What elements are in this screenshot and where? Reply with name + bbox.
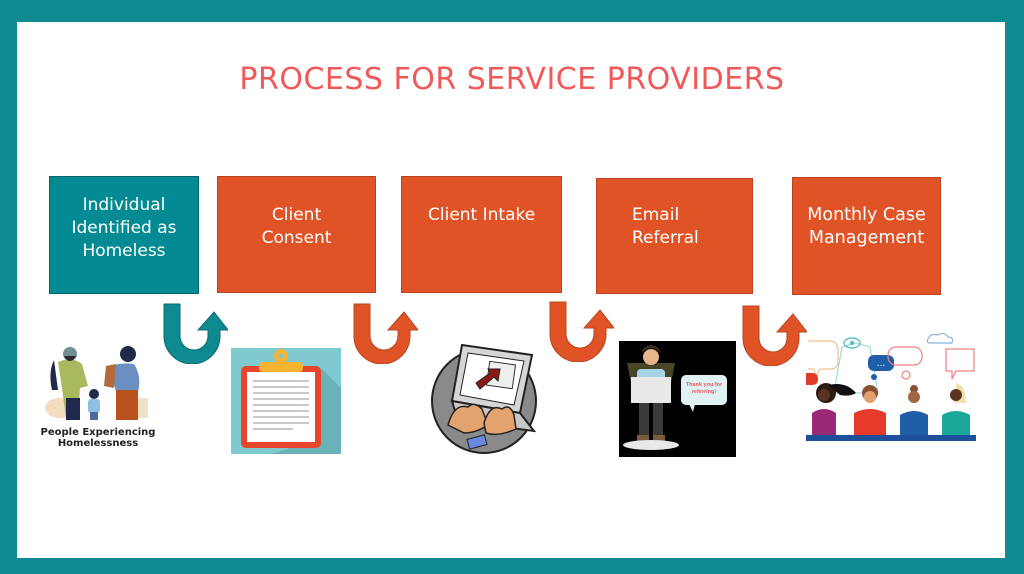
- step-label-line: Monthly Case: [807, 205, 926, 225]
- man-with-laptop-graphic: [623, 345, 679, 450]
- step-label-line: Email: [632, 205, 680, 225]
- step-label-line: Client: [271, 205, 322, 225]
- u-turn-arrow-icon: [549, 301, 614, 362]
- step-label-line: Identified as: [71, 218, 177, 238]
- step-label-line: Individual: [82, 195, 166, 215]
- group-conversation-illustration: ...: [806, 333, 976, 441]
- speech-bubble-text: Thank you for referring!: [685, 382, 723, 395]
- step-box-monthly-case-management: Monthly Case Management: [792, 177, 941, 295]
- step-box-client-consent: Client Consent: [217, 176, 376, 293]
- u-turn-arrow-icon: [163, 303, 228, 364]
- step-box-client-intake: Client Intake: [401, 176, 562, 293]
- step-label-line: Homeless: [82, 241, 166, 261]
- man-with-laptop-illustration: Thank you for referring!: [619, 341, 736, 457]
- step-label-line: Management: [808, 228, 925, 248]
- caption-line: People Experiencing: [40, 427, 156, 438]
- slide-title: PROCESS FOR SERVICE PROVIDERS: [239, 62, 785, 97]
- step-box-identified-homeless: Individual Identified as Homeless: [49, 176, 199, 294]
- speech-bubble: Thank you for referring!: [681, 375, 727, 405]
- step-label-line: Client Intake: [428, 205, 536, 225]
- laptop-typing-illustration: [431, 343, 537, 454]
- illustration-caption: People Experiencing Homelessness: [40, 427, 156, 449]
- u-turn-arrow-icon: [742, 305, 807, 366]
- people-experiencing-homelessness-illustration: [45, 346, 148, 420]
- svg-text:...: ...: [877, 359, 886, 369]
- caption-line: Homelessness: [57, 438, 139, 449]
- speech-bubble-tail: [689, 404, 695, 412]
- step-label-line: Consent: [261, 228, 332, 248]
- u-turn-arrow-icon: [353, 303, 418, 364]
- step-label-line: Referral: [632, 228, 699, 248]
- step-box-email-referral: Email Referral: [596, 178, 753, 294]
- clipboard-illustration: [231, 348, 341, 454]
